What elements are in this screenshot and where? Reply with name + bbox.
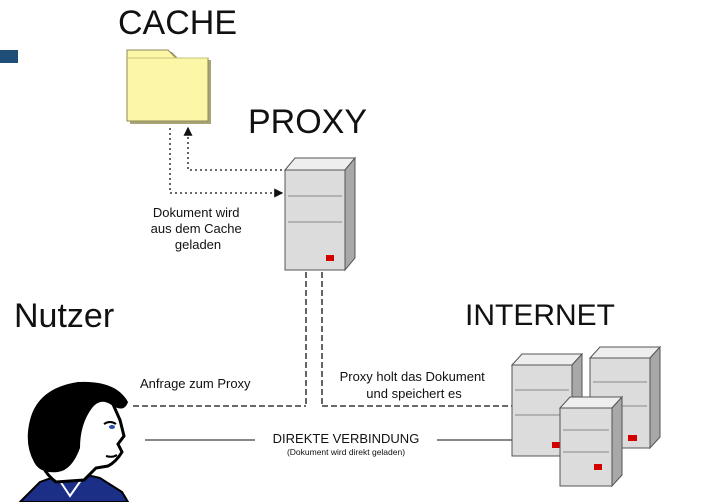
internet-label: INTERNET [465, 299, 615, 332]
proxy-label: PROXY [248, 103, 367, 141]
led-indicator [326, 255, 334, 261]
direct-sublabel: (Dokument wird direkt geladen) [287, 447, 405, 457]
nutzer-label: Nutzer [14, 297, 114, 335]
proxy-links [133, 272, 512, 407]
server-cluster-icon [510, 345, 662, 488]
request-note: Anfrage zum Proxy [140, 376, 251, 391]
accent-square [0, 50, 18, 63]
cache-label: CACHE [118, 4, 237, 42]
cache-note: Dokument wird aus dem Cache geladen [151, 205, 246, 252]
user-icon [18, 381, 130, 502]
proxy-fetch-note: Proxy holt das Dokument und speichert es [340, 369, 489, 401]
folder-icon [126, 49, 211, 124]
cache-connection [169, 126, 284, 198]
direct-label: DIREKTE VERBINDUNG [273, 431, 420, 446]
server-icon [283, 156, 357, 272]
